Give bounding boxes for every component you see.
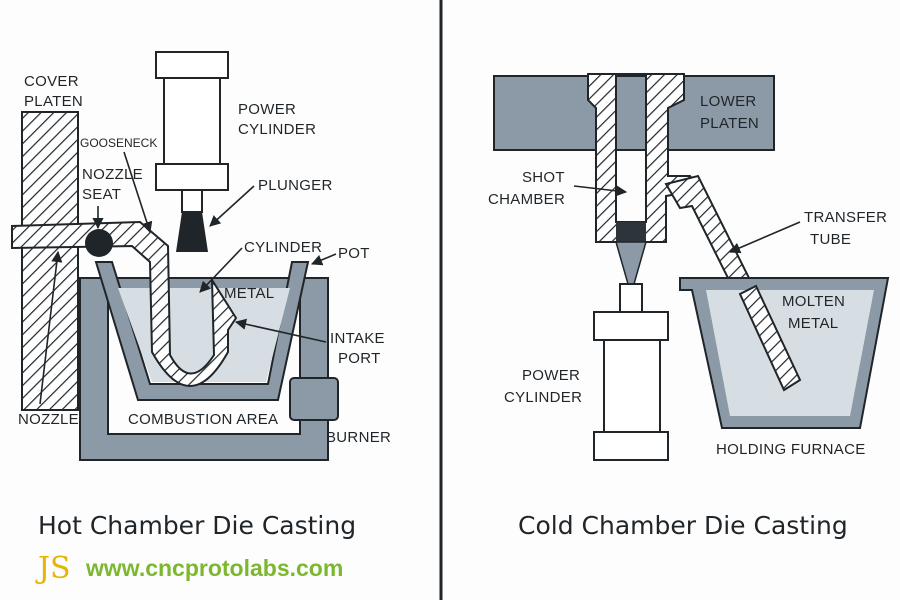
cold-power-cylinder-rod: [619, 283, 643, 313]
label-intake-port-1: INTAKE: [330, 330, 385, 347]
js-logo: JS: [35, 551, 71, 586]
label-combustion-area: COMBUSTION AREA: [128, 411, 278, 428]
label-transfer-tube-2: TUBE: [810, 231, 851, 248]
lower-platen: [493, 75, 775, 151]
label-lower-platen-2: PLATEN: [700, 115, 759, 132]
cold-chamber-diagram: LOWER PLATEN SHOT CHAMBER TRANSFER TUBE …: [488, 73, 890, 461]
gooseneck: [11, 220, 238, 387]
label-power-cylinder-2: CYLINDER: [238, 121, 316, 138]
label-lower-platen-1: LOWER: [700, 93, 757, 110]
label-molten-metal-2: METAL: [788, 315, 838, 332]
arrow-transfer-tube: [728, 221, 801, 254]
arrow-nozzle: [39, 250, 63, 405]
arrow-intake-port: [234, 318, 327, 343]
burner: [289, 377, 339, 421]
hot-power-cylinder-top: [155, 51, 229, 79]
plunger: [176, 212, 208, 252]
label-cover-platen-1: COVER: [24, 73, 79, 90]
arrow-cylinder: [199, 247, 243, 293]
cold-power-cylinder-top: [593, 311, 669, 341]
arrow-plunger: [209, 185, 255, 227]
label-plunger: PLUNGER: [258, 177, 333, 194]
label-cover-platen-2: PLATEN: [24, 93, 83, 110]
nozzle-seat: [85, 229, 113, 257]
label-shot-chamber-2: CHAMBER: [488, 191, 565, 208]
label-pot: POT: [338, 245, 370, 262]
shot-plunger-tip: [616, 222, 646, 242]
label-cold-power-cylinder-2: CYLINDER: [504, 389, 582, 406]
label-shot-chamber-1: SHOT: [522, 169, 565, 186]
label-nozzle-seat-2: SEAT: [82, 186, 121, 203]
label-nozzle: NOZZLE: [18, 411, 79, 428]
label-power-cylinder-1: POWER: [238, 101, 296, 118]
hot-plunger-rod: [181, 189, 203, 213]
label-holding-furnace: HOLDING FURNACE: [716, 441, 866, 458]
website-url[interactable]: www.cncprotolabs.com: [85, 555, 343, 581]
cold-plunger: [615, 241, 647, 285]
molten-metal-cold: [706, 290, 874, 416]
caption-hot-chamber: Hot Chamber Die Casting: [38, 511, 356, 540]
arrow-pot: [310, 253, 337, 266]
hot-chamber-diagram: COVER PLATEN GOOSENECK NOZZLE SEAT POWER…: [11, 51, 391, 461]
label-transfer-tube-1: TRANSFER: [804, 209, 887, 226]
label-cold-power-cylinder-1: POWER: [522, 367, 580, 384]
arrow-shot-chamber: [573, 185, 628, 197]
cover-platen: [21, 111, 79, 411]
label-metal: METAL: [224, 285, 274, 302]
transfer-tube-end: [738, 284, 802, 392]
label-burner: BURNER: [326, 429, 391, 446]
arrow-gooseneck: [123, 151, 153, 234]
hot-power-cylinder-base: [155, 163, 229, 191]
caption-cold-chamber: Cold Chamber Die Casting: [518, 511, 848, 540]
label-intake-port-2: PORT: [338, 350, 381, 367]
label-nozzle-seat-1: NOZZLE: [82, 166, 143, 183]
label-cylinder: CYLINDER: [244, 239, 322, 256]
hot-power-cylinder-body: [163, 77, 221, 165]
label-molten-metal-1: MOLTEN: [782, 293, 845, 310]
cold-power-cylinder-base: [593, 431, 669, 461]
label-gooseneck: GOOSENECK: [80, 136, 157, 150]
cold-power-cylinder-body: [603, 339, 661, 433]
